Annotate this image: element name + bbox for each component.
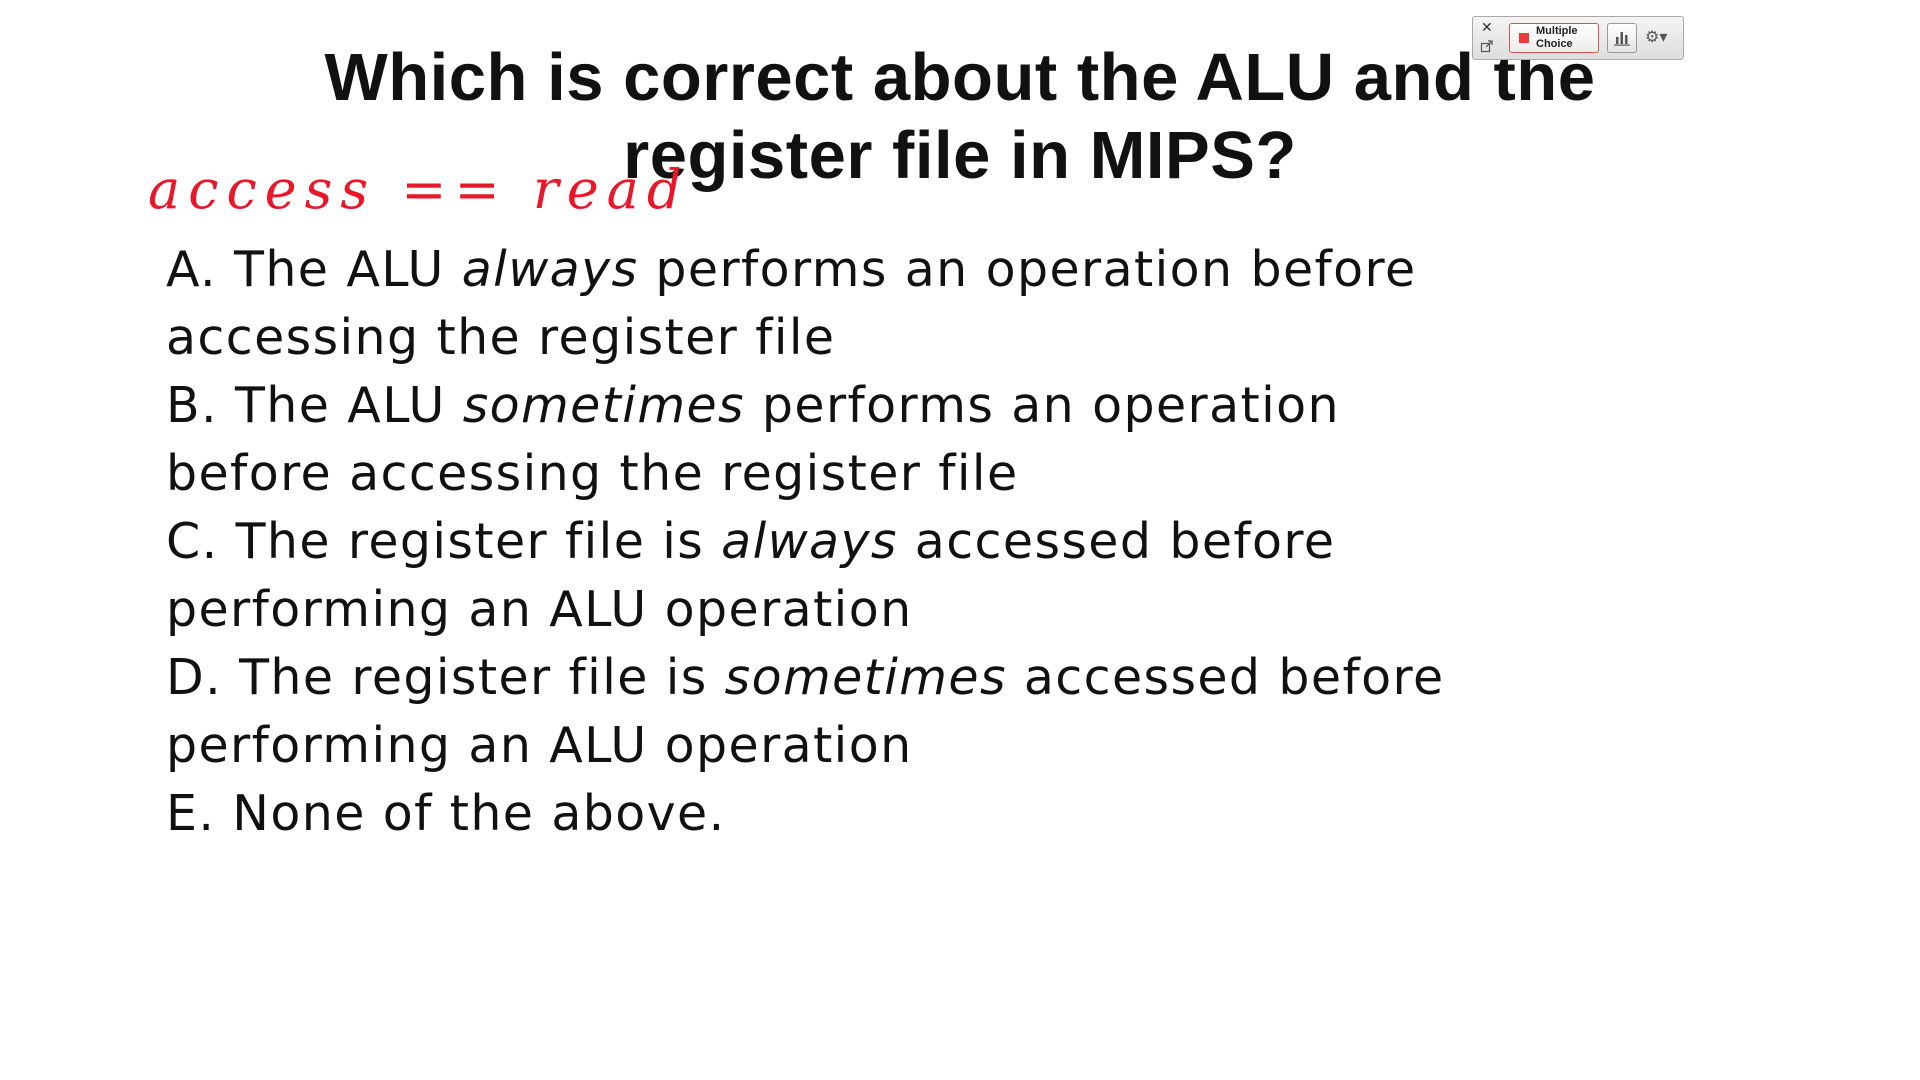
option-b-line-1: B. The ALU sometimes performs an operati… (166, 372, 1786, 440)
option-c: C. The register file is always accessed … (166, 508, 1786, 644)
question-title-line-2: register file in MIPS? (623, 118, 1297, 193)
option-text: accessed before (897, 513, 1336, 570)
option-text: E. None of the above. (166, 785, 726, 842)
bar-chart-icon (1613, 29, 1631, 52)
record-icon (1519, 33, 1529, 43)
results-button[interactable] (1607, 23, 1637, 53)
option-text: A. The ALU (166, 241, 462, 298)
close-icon[interactable]: ✕ (1481, 19, 1493, 35)
option-a: A. The ALU always performs an operation … (166, 236, 1786, 372)
option-e: E. None of the above. (166, 780, 1786, 848)
gear-icon[interactable]: ⚙▾ (1645, 29, 1668, 46)
label-line-2: Choice (1536, 38, 1573, 50)
option-emphasis: always (721, 513, 898, 570)
label-line-1: Multiple (1536, 25, 1578, 37)
option-d: D. The register file is sometimes access… (166, 644, 1786, 780)
option-c-line-2: performing an ALU operation (166, 581, 913, 638)
handwritten-annotation: access == read (148, 158, 690, 221)
option-d-line-2: performing an ALU operation (166, 717, 913, 774)
option-text: performs an operation (744, 377, 1340, 434)
option-b-line-2: before accessing the register file (166, 445, 1019, 502)
option-a-line-2: accessing the register file (166, 309, 836, 366)
option-c-line-1: C. The register file is always accessed … (166, 508, 1786, 576)
option-b: B. The ALU sometimes performs an operati… (166, 372, 1786, 508)
option-a-line-1: A. The ALU always performs an operation … (166, 236, 1786, 304)
option-d-line-1: D. The register file is sometimes access… (166, 644, 1786, 712)
option-text: B. The ALU (166, 377, 463, 434)
question-title-line-1: Which is correct about the ALU and the (324, 40, 1596, 115)
option-e-line-1: E. None of the above. (166, 780, 1786, 848)
option-emphasis: sometimes (462, 377, 745, 434)
option-text: C. The register file is (166, 513, 722, 570)
option-emphasis: sometimes (724, 649, 1007, 706)
option-emphasis: always (461, 241, 639, 298)
popout-icon[interactable] (1480, 39, 1494, 53)
answer-options: A. The ALU always performs an operation … (166, 236, 1786, 848)
option-text: performs an operation before (638, 241, 1417, 298)
option-text: D. The register file is (166, 649, 725, 706)
option-text: accessed before (1006, 649, 1445, 706)
